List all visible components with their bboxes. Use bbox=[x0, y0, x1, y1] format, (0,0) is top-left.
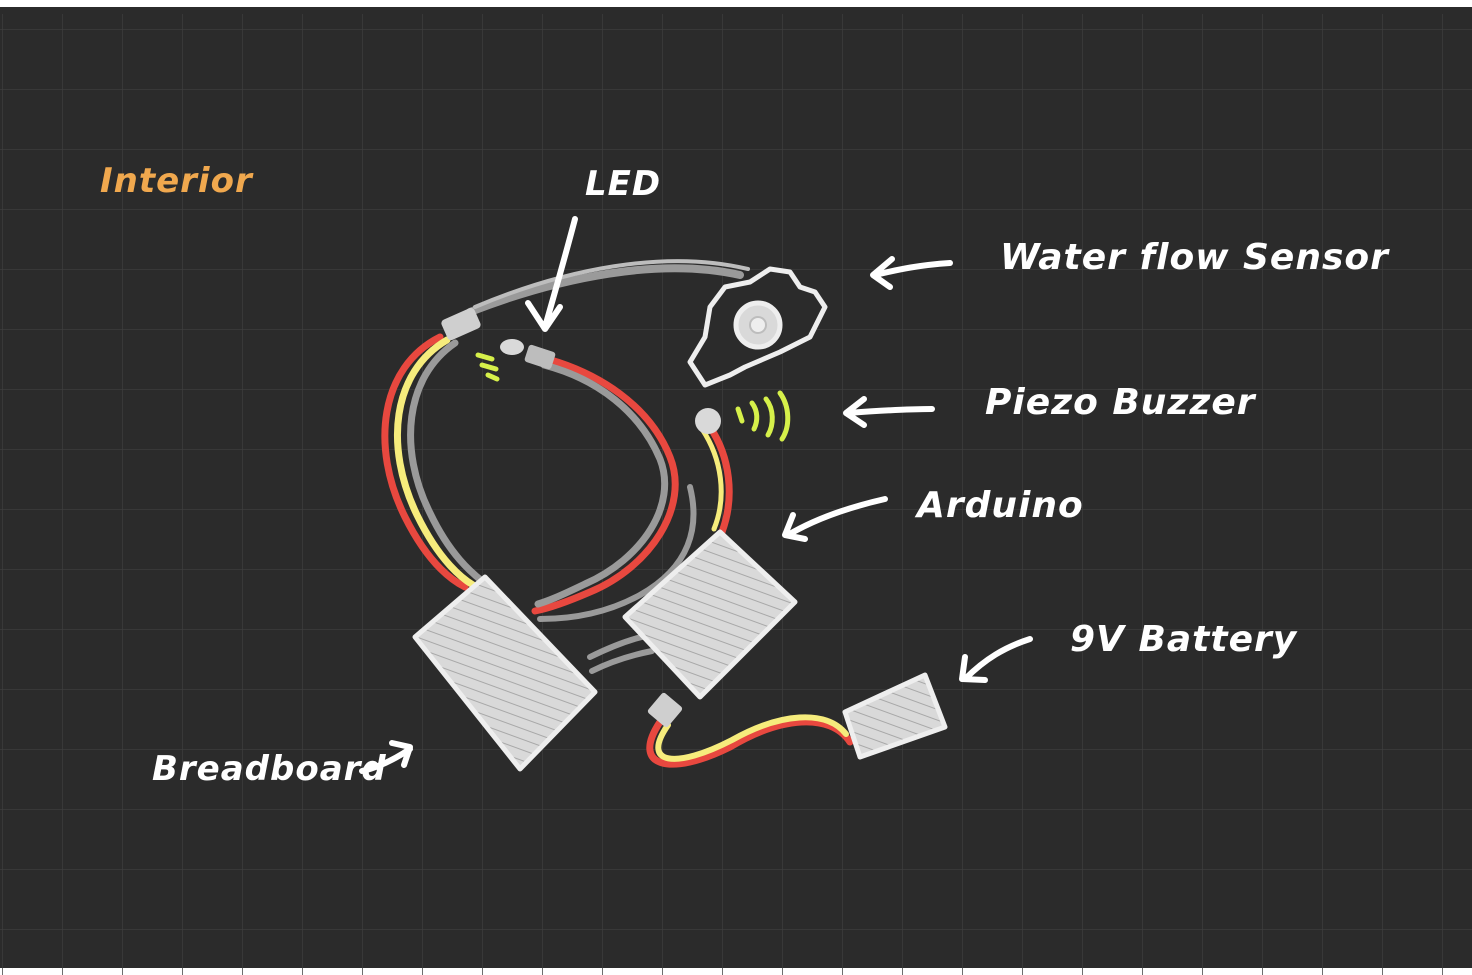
piezo-buzzer-label: Piezo Buzzer bbox=[985, 382, 1256, 423]
breadboard-arrow bbox=[359, 740, 413, 774]
led-wires bbox=[531, 353, 697, 622]
led-body bbox=[524, 344, 556, 370]
arduino-arrow bbox=[782, 496, 888, 542]
wire-sensor-cable bbox=[466, 259, 750, 316]
led-bulb bbox=[500, 339, 524, 355]
arduino-label: Arduino bbox=[917, 485, 1084, 526]
grid-and-diagram bbox=[0, 14, 1472, 975]
arrows bbox=[359, 216, 1033, 774]
water-flow-sensor-label: Water flow Sensor bbox=[1000, 237, 1389, 278]
led-label: LED bbox=[585, 164, 662, 204]
buzzer-wires bbox=[699, 423, 733, 536]
piezo-arrow bbox=[843, 396, 935, 428]
piezo-buzzer bbox=[695, 408, 721, 434]
led-glow-marks bbox=[475, 352, 500, 382]
battery-connector bbox=[647, 692, 683, 728]
wire-connector bbox=[441, 307, 481, 341]
battery bbox=[842, 672, 948, 760]
page-title: Interior bbox=[100, 161, 253, 201]
led-arrow bbox=[525, 216, 578, 332]
wire-bundle-left bbox=[381, 333, 486, 591]
breadboard-label: Breadboard bbox=[152, 749, 387, 789]
battery-wires bbox=[646, 714, 854, 768]
buzzer-sound-marks bbox=[735, 390, 791, 442]
grid-background bbox=[0, 14, 1472, 975]
breadboard bbox=[412, 574, 598, 772]
arduino bbox=[622, 529, 798, 700]
battery-label: 9V Battery bbox=[1070, 619, 1298, 660]
water-flow-sensor bbox=[687, 266, 828, 388]
water-sensor-arrow bbox=[870, 256, 953, 290]
battery-arrow bbox=[959, 636, 1033, 683]
